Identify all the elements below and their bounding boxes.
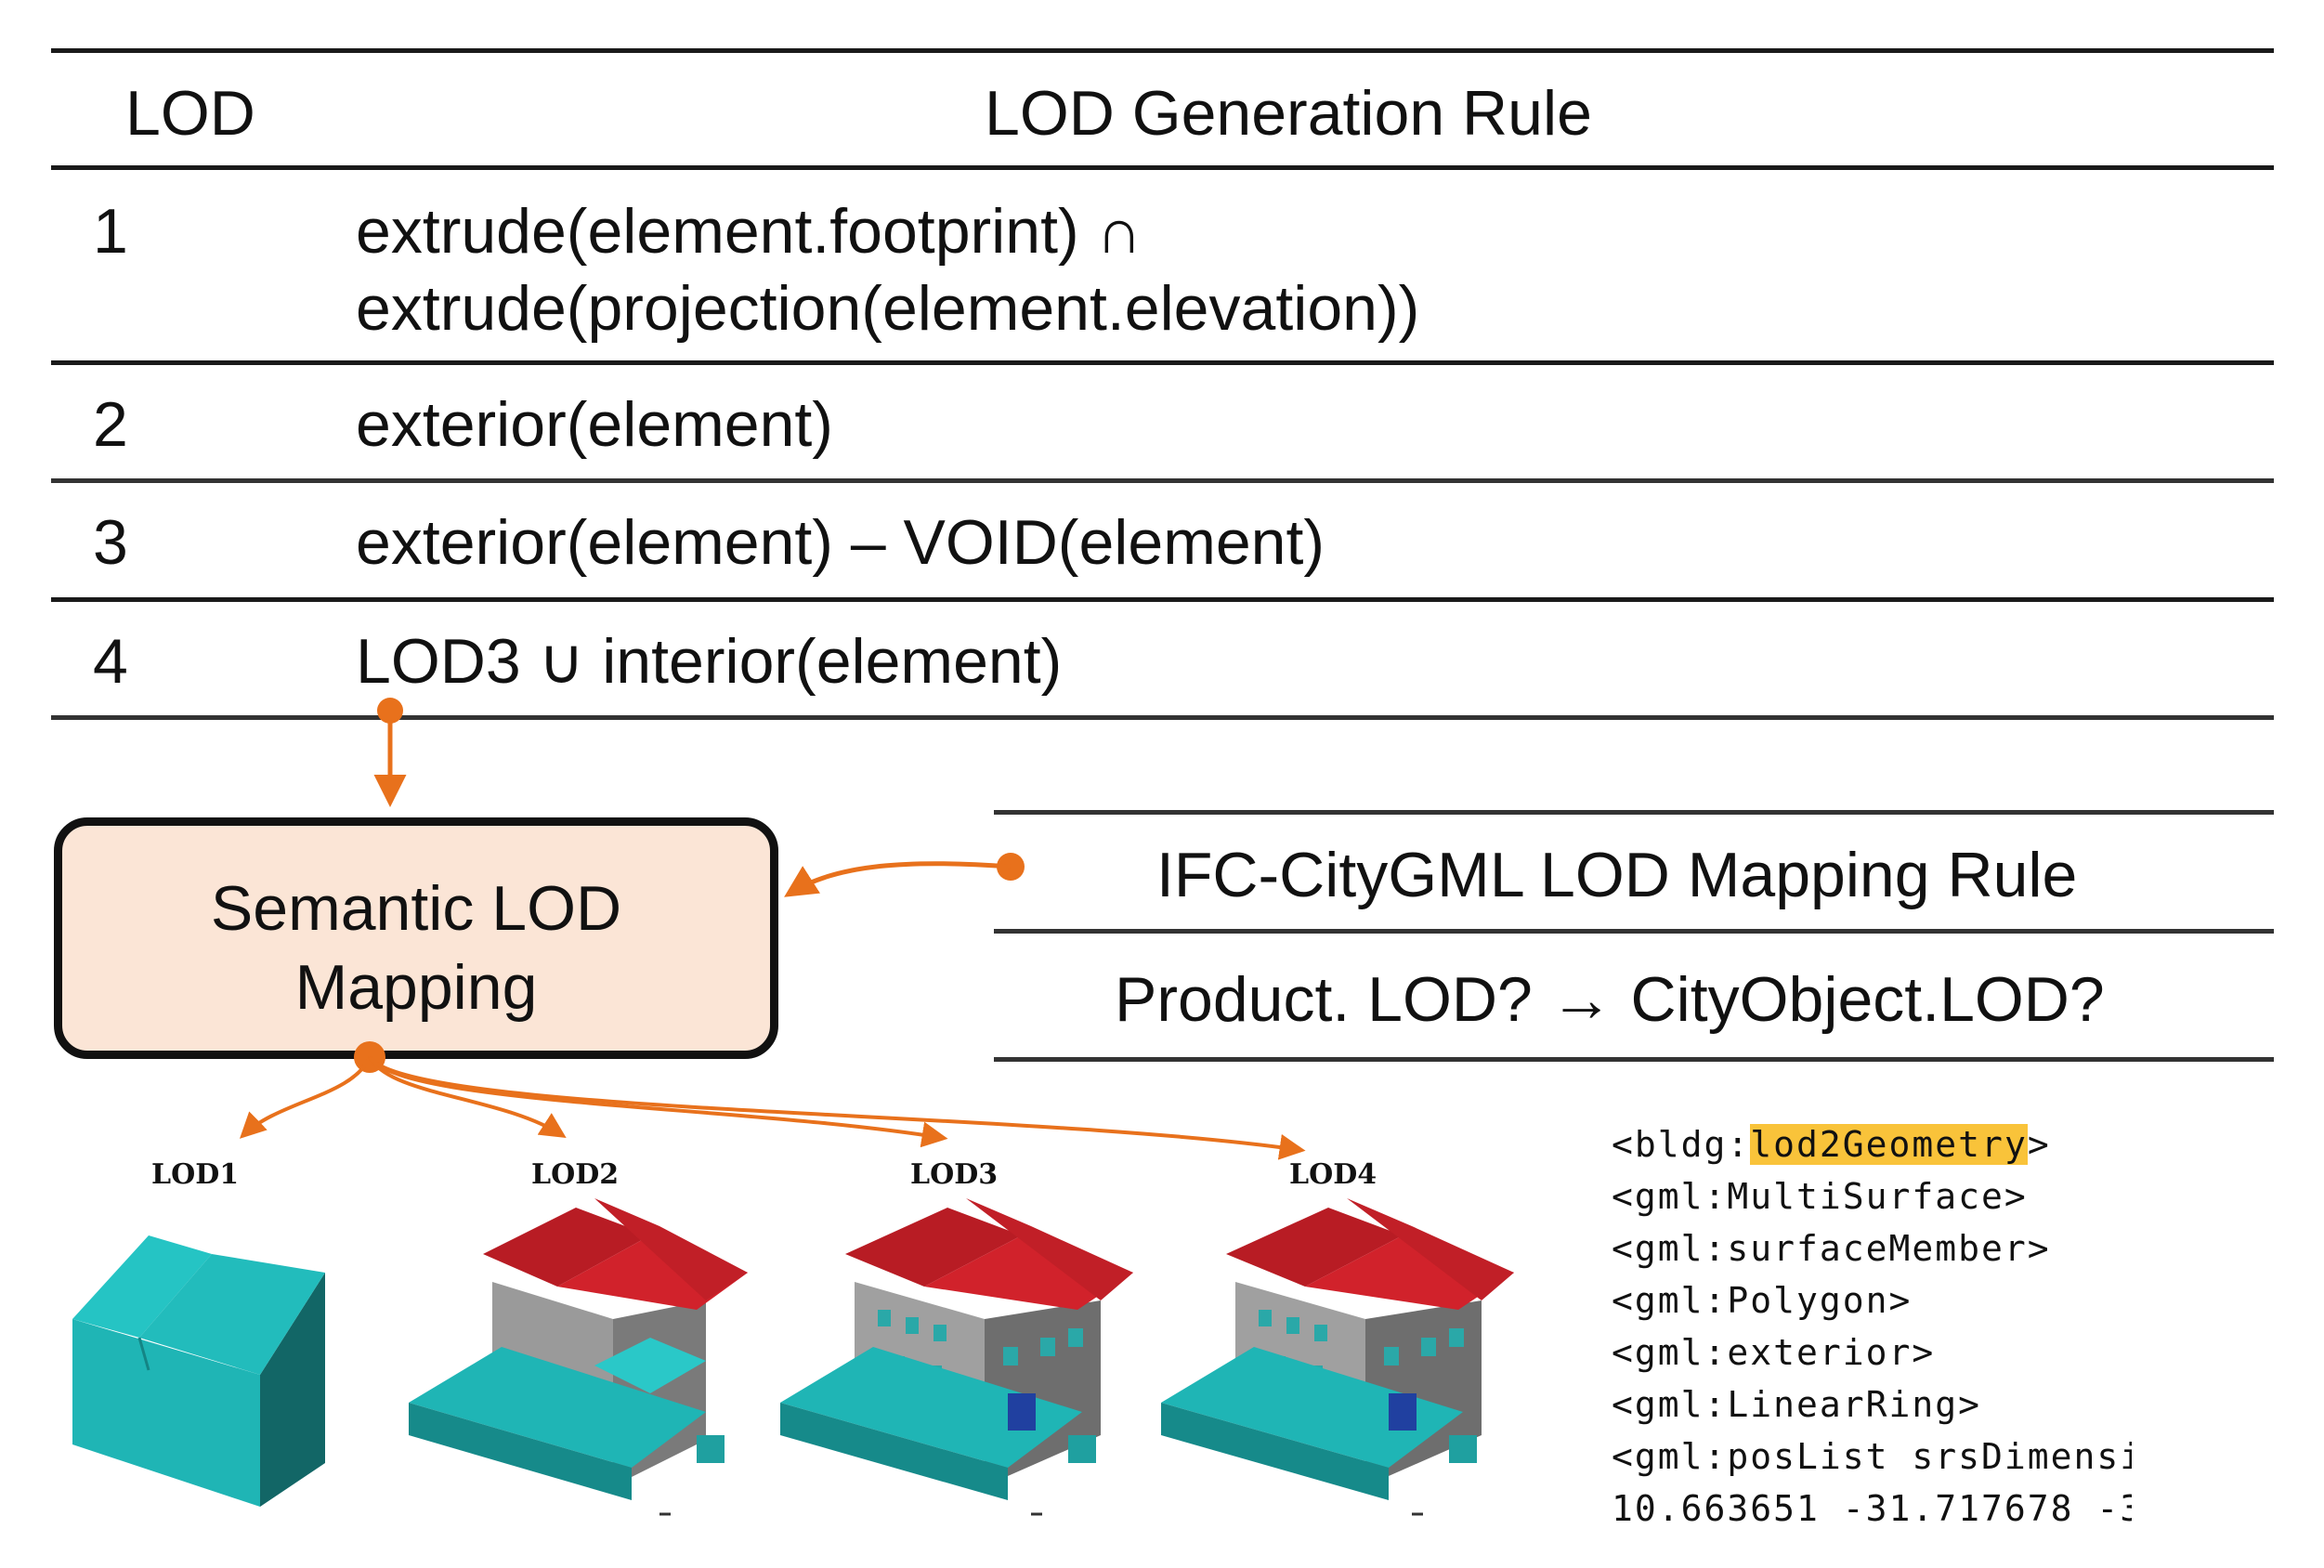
semantic-box-line1: Semantic LOD — [210, 873, 622, 944]
mapping-bottom-rule — [994, 1057, 2274, 1062]
header-rule: LOD Generation Rule — [985, 78, 1592, 149]
lod4-label: LOD4 — [1289, 1158, 1377, 1191]
xml-line: <gml:MultiSurface> — [1612, 1176, 2028, 1217]
lod2-building — [409, 1198, 748, 1500]
arrow-table-to-box — [373, 698, 407, 807]
xml-line: <gml:surfaceMember> — [1612, 1228, 2051, 1269]
lod3-label: LOD3 — [910, 1158, 999, 1191]
table-bottom-rule — [51, 715, 2274, 720]
lod1-building — [72, 1235, 325, 1507]
xml-line: 10.663651 -31.717678 -3 — [1612, 1488, 2132, 1529]
row-lod-3: 3 — [93, 507, 128, 578]
lod1-label: LOD1 — [151, 1158, 240, 1191]
row-rule-1a: extrude(element.footprint) ∩ — [356, 196, 1142, 267]
row-divider-2 — [51, 478, 2274, 483]
mapping-title: IFC-CityGML LOD Mapping Rule — [1156, 840, 2078, 910]
row-rule-2: exterior(element) — [356, 389, 833, 460]
mapping-rule-text: Product. LOD? → CityObject.LOD? — [1115, 964, 2105, 1035]
row-rule-1b: extrude(projection(element.elevation)) — [356, 273, 1420, 344]
xml-highlight: lod2Geometry — [1750, 1124, 2028, 1165]
row-lod-1: 1 — [93, 196, 128, 267]
xml-line: <gml:posList srsDimensi — [1612, 1436, 2132, 1477]
semantic-box-line2: Mapping — [294, 952, 538, 1023]
row-lod-4: 4 — [93, 626, 128, 697]
row-rule-3: exterior(element) – VOID(element) — [356, 507, 1325, 578]
xml-line: <gml:Polygon> — [1612, 1280, 1913, 1321]
row-rule-4: LOD3 ∪ interior(element) — [356, 626, 1063, 697]
xml-line-1-prefix: <bldg: — [1612, 1124, 1751, 1165]
row-divider-3 — [51, 597, 2274, 602]
xml-line-1-suffix: > — [2027, 1124, 2051, 1165]
xml-line-1: <bldg:lod2Geometry> — [1612, 1124, 2051, 1165]
lod3-building — [780, 1198, 1133, 1500]
lod2-label: LOD2 — [531, 1158, 620, 1191]
header-rule-line — [51, 165, 2274, 170]
table-top-rule — [51, 48, 2274, 53]
lod4-building — [1161, 1198, 1514, 1500]
xml-line: <gml:exterior> — [1612, 1332, 1936, 1373]
semantic-lod-mapping-box: Semantic LOD Mapping — [54, 817, 778, 1059]
row-divider-1 — [51, 360, 2274, 365]
arrow-box-to-lods — [239, 1041, 1306, 1160]
header-lod: LOD — [125, 78, 255, 149]
row-lod-2: 2 — [93, 389, 128, 460]
mapping-top-rule — [994, 810, 2274, 815]
mapping-mid-rule — [994, 929, 2274, 934]
arrow-mapping-to-box — [784, 853, 1025, 897]
xml-snippet: <bldg:lod2Geometry> <gml:MultiSurface> <… — [1612, 1124, 2132, 1533]
xml-line: <gml:LinearRing> — [1612, 1384, 1982, 1425]
